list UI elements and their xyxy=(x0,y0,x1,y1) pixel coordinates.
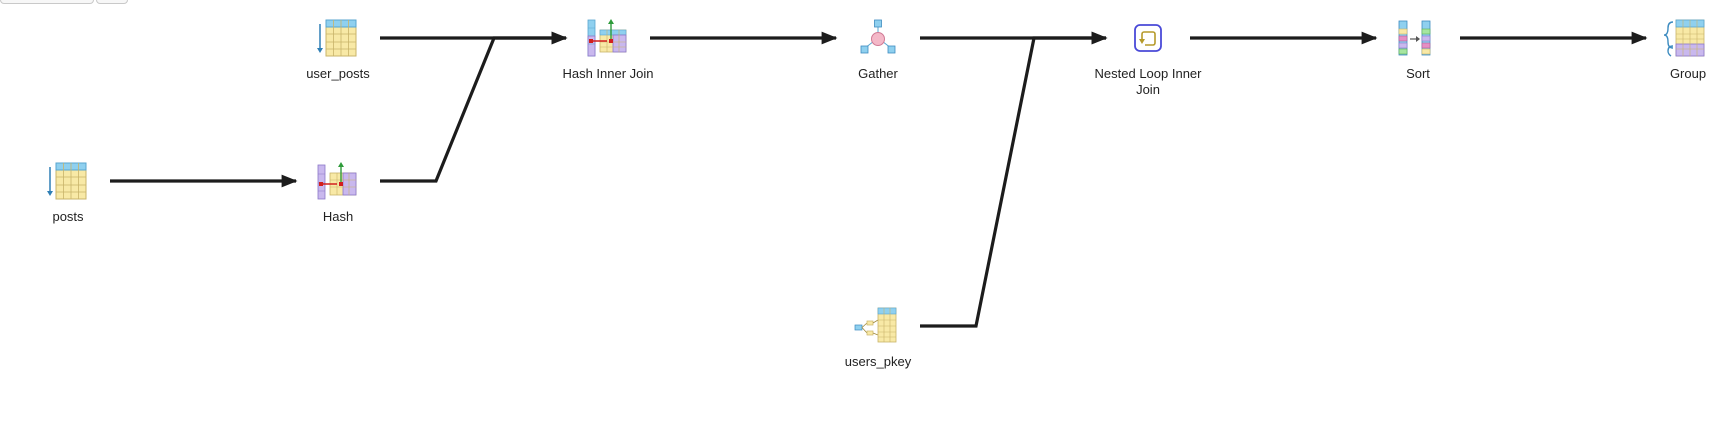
node-gather[interactable]: Gather xyxy=(858,19,899,81)
node-nested-loop-inner-join[interactable]: Nested Loop Inner Join xyxy=(1095,24,1203,97)
edge-users-pkey-nested-loop xyxy=(920,31,1108,328)
seq-scan-icon xyxy=(317,19,357,57)
seq-scan-icon xyxy=(47,162,87,200)
node-label: users_pkey xyxy=(845,354,912,369)
node-label: user_posts xyxy=(306,66,370,81)
nested-loop-icon xyxy=(1134,24,1162,52)
node-label-line-2: Join xyxy=(1136,82,1160,97)
node-posts[interactable]: posts xyxy=(47,162,87,224)
sort-icon xyxy=(1398,20,1431,56)
node-label: Sort xyxy=(1406,66,1430,81)
gather-icon xyxy=(860,19,896,54)
group-icon xyxy=(1663,19,1705,57)
node-label: posts xyxy=(52,209,84,224)
node-users-pkey[interactable]: users_pkey xyxy=(845,307,912,369)
node-label: Gather xyxy=(858,66,898,81)
node-label: Hash Inner Join xyxy=(562,66,653,81)
node-hash[interactable]: Hash xyxy=(317,162,357,224)
node-label-line-1: Nested Loop Inner xyxy=(1095,66,1203,81)
edge-hash-hash-join xyxy=(380,31,568,183)
node-hash-inner-join[interactable]: Hash Inner Join xyxy=(562,19,654,81)
node-user-posts[interactable]: user_posts xyxy=(306,19,370,81)
index-scan-icon xyxy=(854,307,897,343)
hash-join-icon xyxy=(587,19,627,57)
node-group[interactable]: Group xyxy=(1663,19,1706,81)
hash-icon xyxy=(317,162,357,200)
edges xyxy=(110,31,1648,328)
node-label: Group xyxy=(1670,66,1706,81)
node-sort[interactable]: Sort xyxy=(1398,20,1431,81)
node-label: Hash xyxy=(323,209,353,224)
